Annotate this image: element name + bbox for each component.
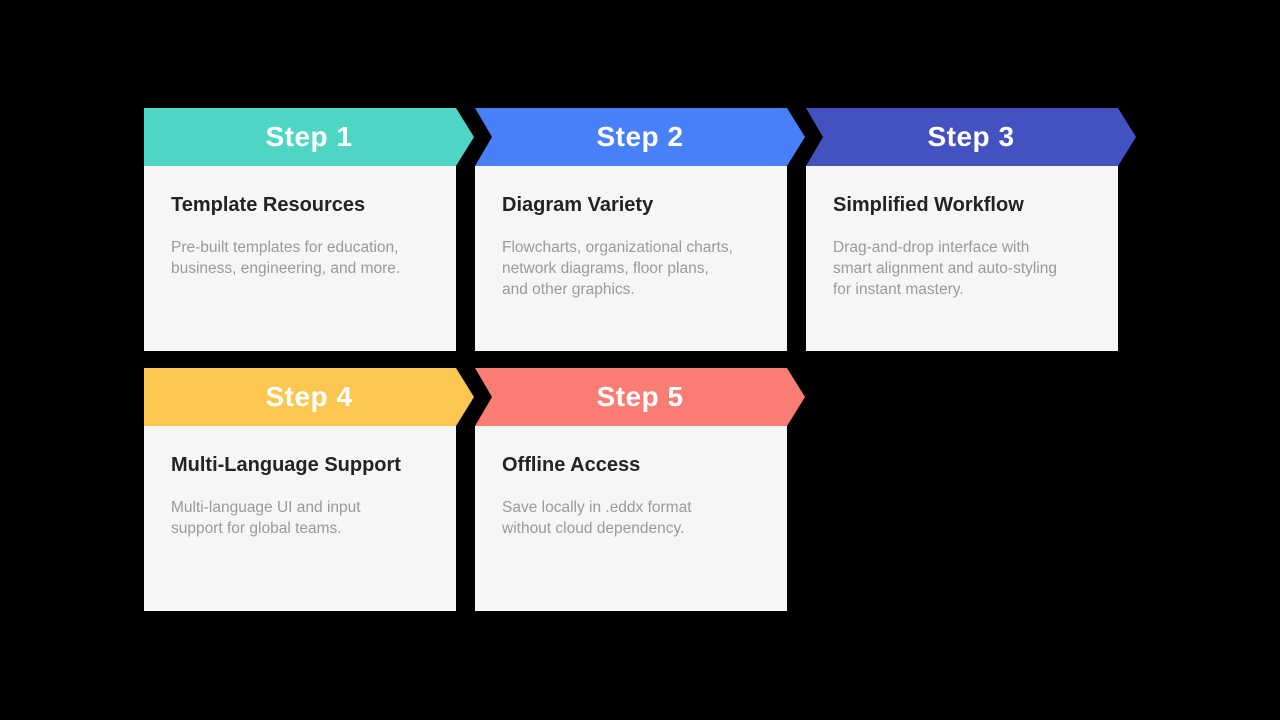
step-3-header-arrow: Step 3 — [806, 108, 1136, 166]
step-1-description: Pre-built templates for education, busin… — [171, 239, 401, 277]
step-5-label: Step 5 — [596, 381, 684, 412]
step-3-label: Step 3 — [927, 121, 1015, 152]
step-4-description: Multi-language UI and input support for … — [171, 499, 361, 537]
step-card-4: Step 4 Multi-Language Support Multi-lang… — [144, 368, 474, 611]
step-3-title: Simplified Workflow — [833, 194, 1024, 216]
step-card-5: Step 5 Offline Access Save locally in .e… — [475, 368, 805, 611]
step-3-body: Simplified Workflow Drag-and-drop interf… — [806, 166, 1118, 351]
step-4-title: Multi-Language Support — [171, 454, 401, 476]
step-2-description: Flowcharts, organizational charts, netwo… — [502, 239, 733, 298]
step-1-label: Step 1 — [265, 121, 353, 152]
step-5-body: Offline Access Save locally in .eddx for… — [475, 426, 787, 611]
step-3-description: Drag-and-drop interface with smart align… — [833, 239, 1058, 298]
step-card-3: Step 3 Simplified Workflow Drag-and-drop… — [806, 108, 1136, 351]
step-5-description: Save locally in .eddx format without clo… — [502, 499, 692, 537]
step-4-header-arrow: Step 4 — [144, 368, 474, 426]
step-1-body: Template Resources Pre-built templates f… — [144, 166, 456, 351]
step-4-body: Multi-Language Support Multi-language UI… — [144, 426, 456, 611]
step-2-title: Diagram Variety — [502, 194, 654, 216]
step-1-title: Template Resources — [171, 194, 366, 216]
step-5-header-arrow: Step 5 — [475, 368, 805, 426]
step-2-header-arrow: Step 2 — [475, 108, 805, 166]
step-1-header-arrow: Step 1 — [144, 108, 474, 166]
step-card-1: Step 1 Template Resources Pre-built temp… — [144, 108, 474, 351]
step-2-body: Diagram Variety Flowcharts, organization… — [475, 166, 787, 351]
step-4-label: Step 4 — [265, 381, 353, 412]
step-card-2: Step 2 Diagram Variety Flowcharts, organ… — [475, 108, 805, 351]
step-2-label: Step 2 — [596, 121, 684, 152]
step-5-title: Offline Access — [502, 454, 641, 476]
